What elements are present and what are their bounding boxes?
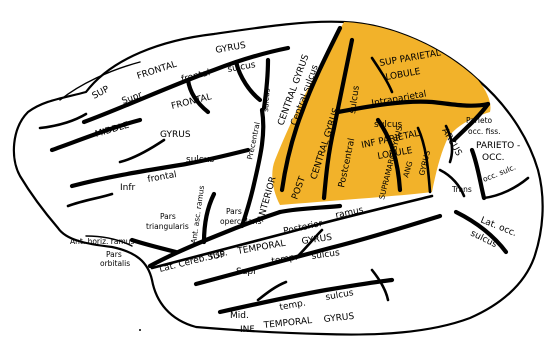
label-parieto-occ-b: OCC. (482, 153, 505, 163)
parieto-occipital-fissure-line (451, 101, 491, 143)
label-parieto-occ-fiss-a: Parieto (466, 116, 493, 125)
label-pars-triangularis-a: Pars (160, 212, 176, 221)
label-supr-temp-sulcus-a: Supr (236, 267, 257, 277)
occipital-small-sulcus (438, 168, 466, 198)
temporal-lobe-outline (150, 194, 434, 270)
inf-temporal-small-sulcus (256, 280, 288, 302)
inf-parietal-sulcus-branch-2 (416, 126, 432, 194)
sup-parietal-small-sulcus (370, 56, 394, 94)
orbital-contour (85, 235, 133, 247)
label-mid-temp-sulcus-c: sulcus (325, 288, 355, 303)
label-inf-temporal-gyrus-a: INF (240, 325, 255, 335)
label-postcentral-sulcus-a: sulcus (348, 85, 362, 115)
label-pars-orbitalis-b: orbitalis (100, 259, 130, 268)
label-infr-frontal-sulcus-a: Infr (120, 183, 136, 193)
sup-temporal-branch (294, 228, 324, 260)
label-pars-opercularis-b: opercularis (220, 217, 262, 226)
label-infr-frontal-sulcus-c: sulcus (186, 155, 215, 165)
small-dot (139, 329, 141, 331)
label-pars-triangularis-b: triangularis (146, 222, 189, 231)
occipital-sulcus-branch (482, 176, 530, 200)
lateral-cerebral-fissure-line (147, 209, 283, 269)
postcentral-sulcus-line (321, 37, 355, 201)
frontal-sulcus-branch-2 (233, 59, 263, 103)
label-ant-horiz-ramus: Ant. horiz. ramus (70, 237, 135, 246)
sup-temporal-sulcus-line (193, 213, 443, 287)
lat-occipital-sulcus-line (453, 209, 509, 255)
mid-temporal-sulcus-line (217, 277, 395, 315)
label-supr-frontal-sulcus-c: sulcus (227, 60, 257, 75)
precentral-sulcus-line (239, 107, 266, 229)
frontal-pole-sulcus (38, 112, 88, 130)
label-pars-opercularis-a: Pars (226, 207, 242, 216)
label-supr-temp-sulcus-b: temp. (271, 253, 299, 267)
label-inf-temporal-gyrus-c: GYRUS (323, 312, 355, 325)
arcus-line (444, 124, 454, 164)
label-ang-gyrus-a: ANG (401, 160, 414, 179)
ant-asc-ramus-line (201, 191, 217, 245)
posterior-ramus-line (277, 203, 343, 215)
label-middle-frontal-gyrus-c: GYRUS (160, 130, 191, 140)
middle-frontal-sulcus-line (49, 117, 143, 153)
label-intraparietal-b: sulcus (374, 120, 403, 130)
inf-temporal-branch (370, 268, 390, 302)
label-mid-temp-sulcus-b: temp. (279, 299, 307, 313)
inf-parietal-sulcus-branch (375, 117, 403, 193)
precentral-upper-line (261, 57, 271, 111)
sup-frontal-sulcus-line (81, 45, 291, 125)
ant-horiz-ramus-line (129, 237, 179, 255)
label-pars-orbitalis-a: Pars (106, 250, 122, 259)
label-supr-temp-sulcus-c: sulcus (311, 248, 341, 262)
frontal-small-sulcus-1 (118, 138, 166, 164)
frontal-small-sulcus-2 (66, 192, 114, 208)
label-parieto-occ-fiss-b: occ. fiss. (468, 127, 501, 136)
infr-frontal-sulcus-line (69, 147, 251, 189)
trans-occipital-sulcus-line (469, 147, 487, 201)
frontal-inner-contour (59, 61, 141, 101)
label-mid-temp-sulcus-a: Mid. (230, 311, 249, 321)
intraparietal-sulcus-line (335, 99, 491, 115)
label-sup-temporal-gyrus-c: GYRUS (301, 233, 333, 247)
central-sulcus-line (279, 25, 343, 193)
label-trans-occ-sulc-a: Trans (451, 185, 472, 194)
frontal-sulcus-branch-1 (185, 77, 211, 115)
label-sup-temporal-gyrus-a: SUP (207, 250, 227, 263)
label-precentral-sulcus-a: sulcus (261, 88, 272, 112)
label-parieto-occ-a: PARIETO - (476, 141, 520, 151)
